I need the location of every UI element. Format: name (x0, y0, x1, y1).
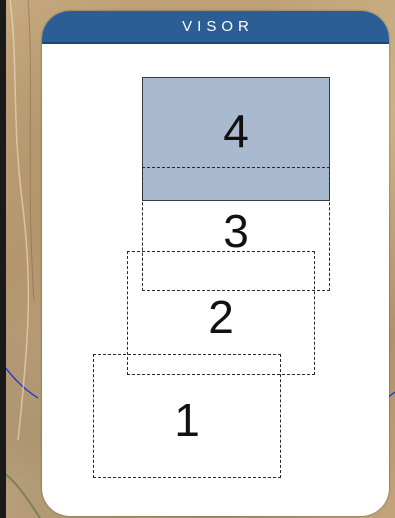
viewport-box-3-outline (142, 167, 330, 291)
viewport-box-4-label: 4 (143, 108, 329, 154)
visor-header[interactable]: VISOR (42, 11, 389, 44)
map-terrain-line (10, 0, 28, 440)
window-left-edge (0, 0, 6, 518)
map-terrain-line (28, 0, 34, 300)
visor-title: VISOR (177, 18, 254, 35)
map-vegetation-line (0, 470, 40, 518)
viewport-box-2-label: 2 (128, 294, 314, 340)
viewport-box-1[interactable]: 1 (93, 354, 281, 478)
visor-panel[interactable]: VISOR 3 2 1 4 (42, 11, 389, 516)
viewport-box-1-label: 1 (94, 397, 280, 443)
